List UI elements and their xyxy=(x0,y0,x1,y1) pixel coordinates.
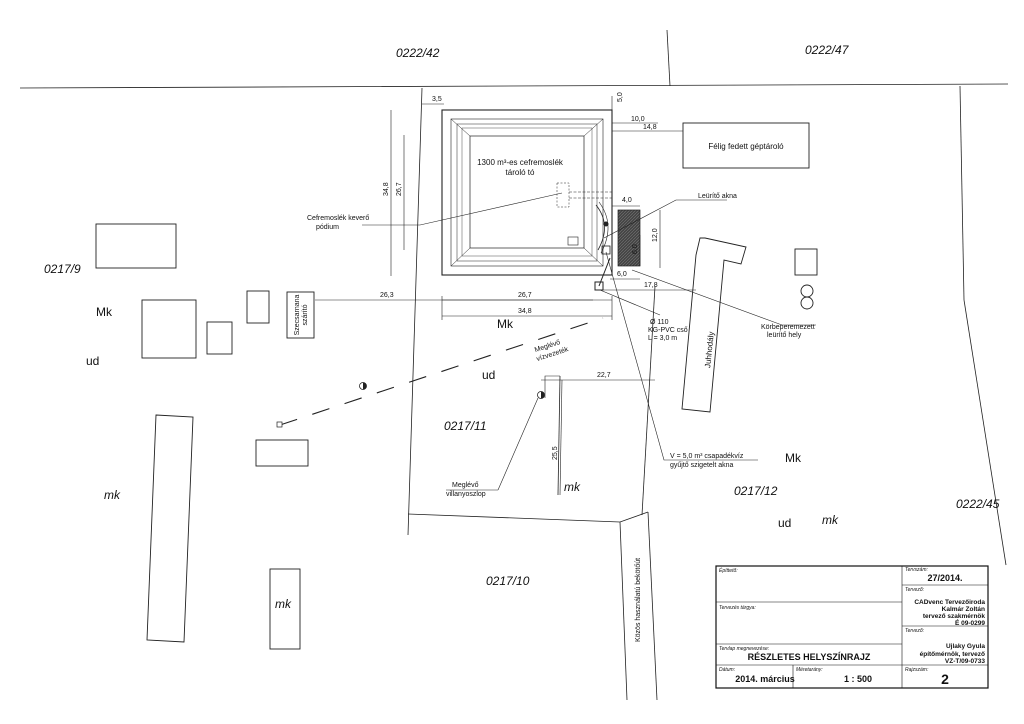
leader-lines xyxy=(362,192,816,491)
zone-label-mk: Mk xyxy=(785,451,802,465)
parcel-0222-42: 0222/42 xyxy=(396,46,440,60)
pole-label-line2: villanyoszlop xyxy=(446,491,486,498)
sheep-barn: Juhhodály xyxy=(681,237,747,413)
title-block-designer2-line3: VZ-T/09-0733 xyxy=(945,658,985,665)
title-block-designer2-line2: építőmérnök, tervező xyxy=(920,651,985,658)
existing-water-pipe: Meglévő vízvezeték xyxy=(276,317,604,428)
title-block-scale: 1 : 500 xyxy=(844,674,872,684)
dimension-10-0: 10,0 xyxy=(631,116,645,123)
pond-label-line2: tároló tó xyxy=(506,168,535,177)
title-block-sheet-no: 2 xyxy=(941,671,949,687)
zone-label-ud: ud xyxy=(482,368,495,382)
drain-shaft-label: Leürítő akna xyxy=(698,193,737,200)
parcel-0222-45: 0222/45 xyxy=(956,497,1000,511)
title-block-plan-name-caption: Tervlap megnevezése: xyxy=(719,646,770,652)
dimension-17-8: 17,8 xyxy=(644,282,658,289)
zone-label-mk-lower: mk xyxy=(564,480,581,494)
rain-tank-label: V = 5,0 m³ csapadékvíz xyxy=(670,453,744,460)
storage-pond xyxy=(441,109,613,276)
title-block-sheet-no-caption: Rajzszám: xyxy=(905,667,929,673)
pond-label: 1300 m³-es cefremoslék xyxy=(477,158,564,167)
zone-label-mk: Mk xyxy=(497,317,514,331)
dimension-34-8: 34,8 xyxy=(518,308,532,315)
fenced-area-label: Körbeperemezett xyxy=(761,324,815,331)
title-block-scale-caption: Méretarány: xyxy=(796,667,823,673)
title-block-plan-name: RÉSZLETES HELYSZÍNRAJZ xyxy=(748,652,871,662)
dimension-3-5: 3,5 xyxy=(432,96,442,103)
title-block-subject-caption: Tervezés tárgya: xyxy=(719,605,756,611)
title-block-designer1-line3: tervező szakmérnök xyxy=(923,613,986,620)
parcel-0217-10: 0217/10 xyxy=(486,574,530,588)
title-block-designer1-line4: É 09-0299 xyxy=(955,618,985,627)
title-block-date-caption: Dátum: xyxy=(719,667,736,673)
sheep-barn-label: Juhhodály xyxy=(703,331,716,368)
dimension-12-0: 12,0 xyxy=(652,228,659,242)
parcel-0217-11: 0217/11 xyxy=(444,419,487,433)
dimension-25-5: 25,5 xyxy=(552,446,559,460)
parcel-0222-47: 0222/47 xyxy=(805,43,850,57)
svg-text:Szecsarnana: Szecsarnana xyxy=(294,294,301,335)
rain-tank-label-line2: gyűjtő szigetelt akna xyxy=(670,462,734,469)
dimension-14-8: 14,8 xyxy=(643,124,657,131)
dimension-34-8: 34,8 xyxy=(383,182,390,196)
title-block-designer1: CADvenc Tervezőiroda xyxy=(914,599,985,606)
existing-buildings xyxy=(95,223,818,650)
utility-pole-icon xyxy=(359,382,367,390)
dimension-6-0: 6,0 xyxy=(617,271,627,278)
mixer-label-line2: pódium xyxy=(316,224,339,231)
title-block-project-no: 27/2014. xyxy=(927,573,962,583)
title-block-designer2: Ujlaky Gyula xyxy=(946,643,985,650)
svg-text:szárító: szárító xyxy=(302,304,309,325)
dimension-26-7: 26,7 xyxy=(518,292,532,299)
title-block: Építtető: Tervezés tárgya: Tervlap megne… xyxy=(715,565,989,689)
title-block-client-caption: Építtető: xyxy=(719,567,738,574)
dimension-26-3: 26,3 xyxy=(380,292,394,299)
title-block-designer1-line2: Kalmár Zoltán xyxy=(942,606,985,613)
machine-storage-building xyxy=(682,122,810,169)
mixer-label: Cefremoslék keverő xyxy=(307,215,369,222)
dryer-building xyxy=(286,291,315,339)
pipe-label: Ø 110 xyxy=(650,319,669,326)
title-block-date: 2014. március xyxy=(735,674,795,684)
drain-shaft-area xyxy=(594,201,641,291)
title-block-project-no-caption: Tervszám: xyxy=(905,567,928,573)
access-road-label: Közös használatú bekötőút xyxy=(635,558,642,642)
utility-pole-icon xyxy=(537,391,545,399)
fenced-area-label-line2: leürítő hely xyxy=(767,332,802,339)
dimension-lines xyxy=(315,96,696,496)
parcel-boundaries xyxy=(19,29,1009,701)
zone-label-ud: ud xyxy=(86,354,99,368)
zone-label-ud: ud xyxy=(778,516,791,530)
dryer-label: Szecsarnana szárító xyxy=(294,294,309,335)
parcel-0217-12: 0217/12 xyxy=(734,484,778,498)
machine-storage-label: Félig fedett géptároló xyxy=(708,142,784,151)
zone-label-mk-lower: mk xyxy=(104,488,121,502)
parcel-0217-9: 0217/9 xyxy=(44,262,81,276)
dimension-26-7: 26,7 xyxy=(396,182,403,196)
zone-label-mk-lower: mk xyxy=(275,597,292,611)
pipe-label-line3: L = 3,0 m xyxy=(648,335,677,342)
dimension-4-0: 4,0 xyxy=(622,197,632,204)
zone-label-mk-lower: mk xyxy=(822,513,839,527)
title-block-designer1-caption: Tervező: xyxy=(905,587,925,593)
pole-label: Meglévő xyxy=(452,482,479,489)
dimension-5-0: 5,0 xyxy=(617,92,624,102)
dimension-22-7: 22,7 xyxy=(597,372,611,379)
dimension-6-0-vertical: 6,0 xyxy=(632,244,639,254)
pipe-label-line2: KG-PVC cső xyxy=(648,327,688,334)
zone-label-mk: Mk xyxy=(96,305,113,319)
title-block-designer2-caption: Tervező: xyxy=(905,628,925,634)
